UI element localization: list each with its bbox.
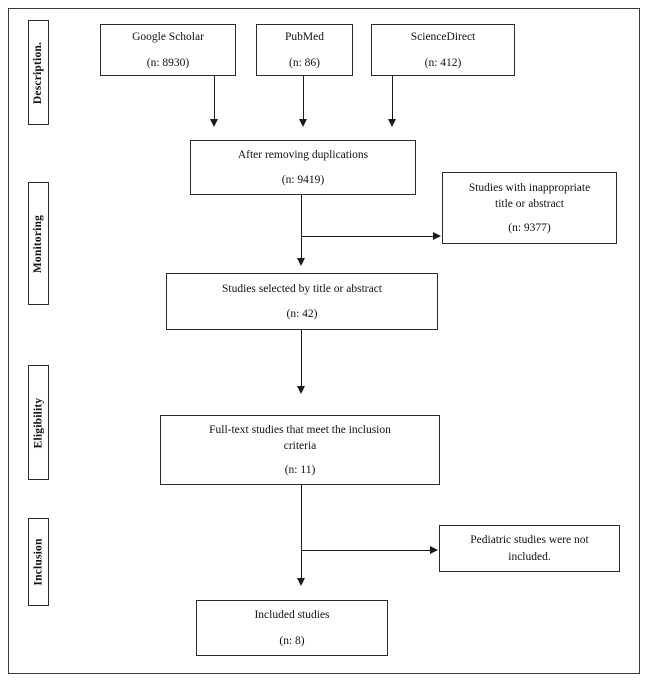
source-box-pubmed: PubMed (n: 86) bbox=[256, 24, 353, 76]
arrowhead-selected-by-title bbox=[296, 258, 305, 266]
arrowhead-sciencedirect bbox=[387, 119, 396, 127]
connector-google-scholar-down bbox=[214, 76, 215, 121]
diagram-outer-frame bbox=[8, 8, 640, 674]
arrowhead-included-studies bbox=[296, 578, 305, 586]
node-studies-selected-by-title-count: (n: 42) bbox=[286, 308, 318, 320]
connector-selected-down bbox=[301, 330, 302, 388]
node-after-removing-duplications: After removing duplications (n: 9419) bbox=[190, 140, 416, 195]
node-included-studies-count: (n: 8) bbox=[279, 634, 305, 647]
arrowhead-pediatric-exclusion bbox=[430, 545, 438, 554]
node-included-studies: Included studies (n: 8) bbox=[196, 600, 388, 656]
connector-full-text-branch-right bbox=[301, 550, 431, 551]
stage-label-description-text: Description. bbox=[32, 41, 45, 104]
node-pediatric-excluded-line2: included. bbox=[508, 550, 551, 563]
node-full-text-studies-count: (n: 11) bbox=[284, 464, 316, 477]
source-box-sciencedirect: ScienceDirect (n: 412) bbox=[371, 24, 515, 76]
source-name-sciencedirect: ScienceDirect bbox=[410, 31, 476, 44]
source-count-google-scholar: (n: 8930) bbox=[146, 56, 190, 69]
source-count-pubmed: (n: 86) bbox=[289, 56, 320, 69]
node-after-removing-duplications-count: (n: 9419) bbox=[281, 174, 325, 186]
connector-duplications-down bbox=[301, 195, 302, 260]
connector-sciencedirect-down bbox=[392, 76, 393, 121]
source-name-google-scholar: Google Scholar bbox=[132, 31, 204, 44]
node-full-text-studies: Full-text studies that meet the inclusio… bbox=[160, 415, 440, 485]
stage-label-eligibility-text: Eligibility bbox=[32, 397, 45, 448]
node-full-text-studies-line2: criteria bbox=[283, 439, 317, 452]
arrowhead-inappropriate-exclusion bbox=[433, 231, 441, 240]
node-pediatric-excluded: Pediatric studies were not included. bbox=[439, 525, 620, 572]
arrowhead-full-text bbox=[296, 386, 305, 394]
source-box-google-scholar: Google Scholar (n: 8930) bbox=[100, 24, 236, 76]
node-studies-inappropriate-title: Studies with inappropriate title or abst… bbox=[442, 172, 617, 244]
arrowhead-pubmed bbox=[298, 119, 307, 127]
node-pediatric-excluded-line1: Pediatric studies were not bbox=[470, 534, 589, 547]
node-studies-inappropriate-title-line1: Studies with inappropriate bbox=[468, 181, 591, 194]
node-after-removing-duplications-label: After removing duplications bbox=[237, 148, 369, 161]
stage-label-description: Description. bbox=[28, 20, 49, 125]
stage-label-inclusion: Inclusion bbox=[28, 518, 49, 606]
arrowhead-google-scholar bbox=[209, 119, 218, 127]
source-name-pubmed: PubMed bbox=[285, 31, 324, 44]
node-studies-selected-by-title: Studies selected by title or abstract (n… bbox=[166, 273, 438, 330]
stage-label-monitoring: Monitoring bbox=[28, 182, 49, 305]
stage-label-monitoring-text: Monitoring bbox=[32, 214, 45, 273]
source-count-sciencedirect: (n: 412) bbox=[424, 56, 462, 69]
stage-label-eligibility: Eligibility bbox=[28, 365, 49, 480]
stage-label-inclusion-text: Inclusion bbox=[32, 538, 45, 586]
connector-full-text-down bbox=[301, 485, 302, 580]
node-included-studies-label: Included studies bbox=[254, 609, 330, 622]
connector-pubmed-down bbox=[303, 76, 304, 121]
node-full-text-studies-line1: Full-text studies that meet the inclusio… bbox=[209, 423, 391, 436]
node-studies-inappropriate-title-line2: title or abstract bbox=[495, 197, 564, 210]
node-studies-inappropriate-title-count: (n: 9377) bbox=[508, 222, 551, 235]
connector-duplications-branch-right bbox=[301, 236, 434, 237]
node-studies-selected-by-title-label: Studies selected by title or abstract bbox=[222, 282, 382, 295]
